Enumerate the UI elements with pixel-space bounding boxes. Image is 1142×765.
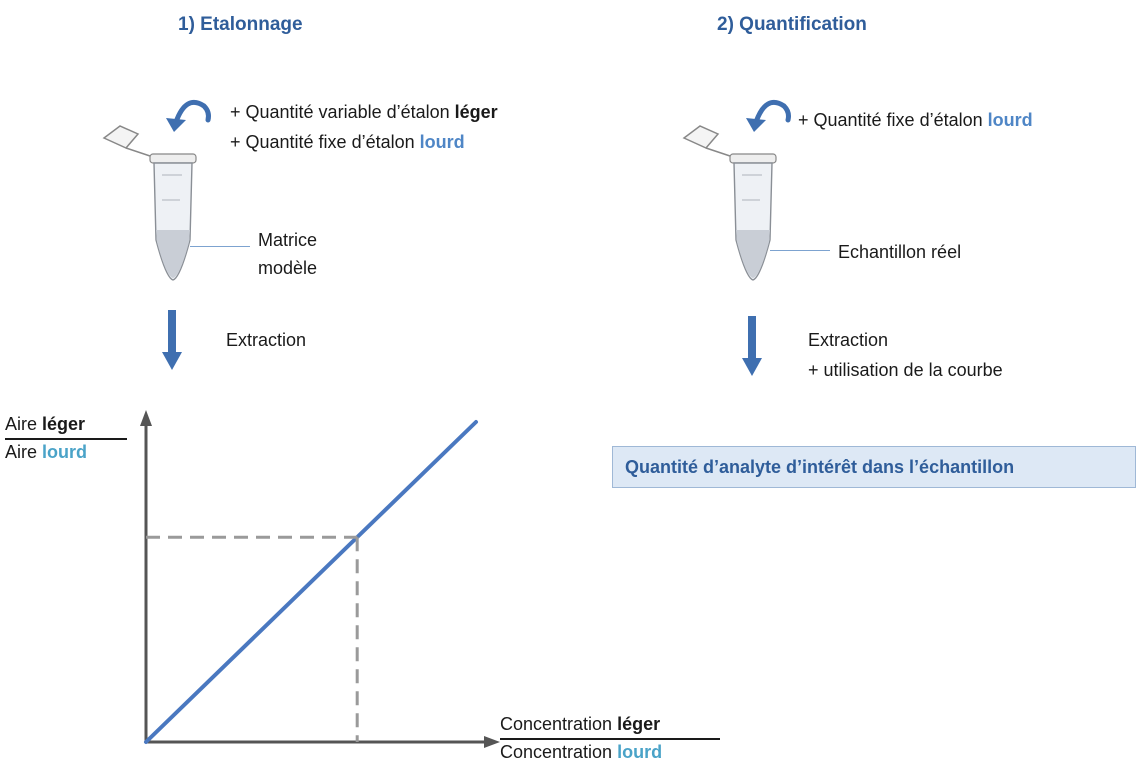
calibration-line	[144, 420, 478, 744]
x-axis-label: Concentration léger Concentration lourd	[500, 712, 720, 765]
matrix-label-line2: modèle	[258, 258, 318, 278]
x-axis-arrowhead	[484, 736, 500, 748]
sample-pointer-line	[770, 250, 830, 251]
x-axis-label-numerator: Concentration léger	[500, 712, 720, 740]
matrix-label-line1: Matrice	[258, 230, 318, 250]
tube-sample-icon	[682, 100, 791, 281]
matrix-pointer-line	[190, 246, 250, 247]
curve-usage-label: + utilisation de la courbe	[808, 360, 1003, 380]
y-axis-label-numerator: Aire léger	[5, 412, 127, 440]
tube-calibration-icon	[102, 100, 211, 281]
extraction-label-right: Extraction	[808, 330, 889, 350]
extraction-label: Extraction	[226, 330, 307, 350]
arrow-down-icon-right	[742, 316, 762, 376]
addition-heavy-text: + Quantité fixe d’étalon lourd	[230, 132, 465, 152]
y-axis-label-denominator: Aire lourd	[5, 442, 88, 462]
y-axis-label: Aire léger Aire lourd	[5, 412, 127, 465]
result-box: Quantité d’analyte d’intérêt dans l’écha…	[612, 446, 1136, 488]
arrow-down-icon	[162, 310, 182, 370]
y-axis-arrowhead	[140, 410, 152, 426]
addition-light-text: + Quantité variable d’étalon léger	[230, 102, 498, 122]
sample-label: Echantillon réel	[838, 242, 962, 262]
x-axis-label-denominator: Concentration lourd	[500, 742, 663, 762]
addition-heavy-text-right: + Quantité fixe d’étalon lourd	[798, 110, 1033, 130]
section-title-etalonnage: 1) Etalonnage	[178, 14, 303, 35]
section-title-quantification: 2) Quantification	[717, 14, 867, 35]
